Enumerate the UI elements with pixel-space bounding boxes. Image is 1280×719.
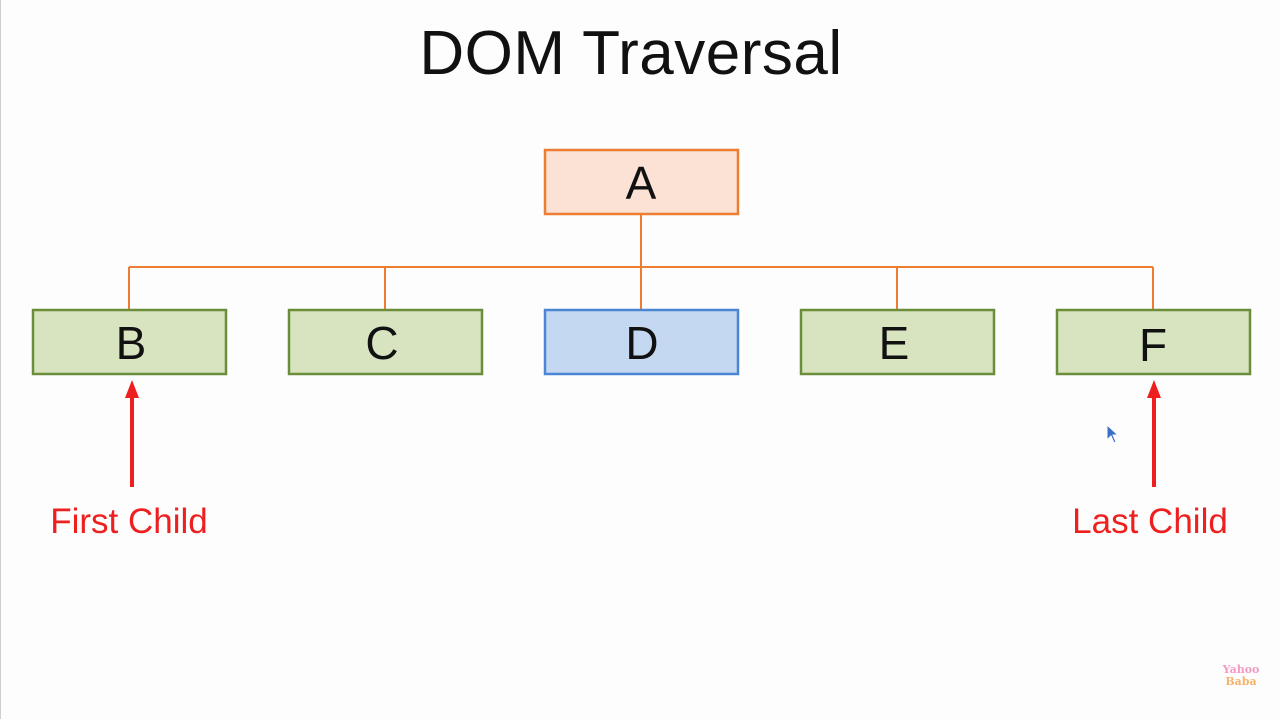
last-child-arrow-head [1147,380,1161,398]
node-e: E [799,308,996,376]
node-f: F [1055,308,1252,376]
node-b-box [31,308,228,376]
yahoo-baba-logo: Yahoo Baba [1221,664,1261,688]
node-d: D [543,308,740,376]
first-child-annotation: First Child [50,380,208,541]
node-f-box [1055,308,1252,376]
mouse-pointer-icon [1106,424,1120,444]
node-c: C [287,308,484,376]
node-a-label: A [626,157,657,209]
node-f-label: F [1139,319,1167,371]
connectors [128,215,1154,310]
last-child-annotation: Last Child [1072,380,1228,541]
node-e-label: E [879,317,910,369]
last-child-label: Last Child [1072,502,1228,541]
node-a: A [543,148,740,216]
node-c-label: C [365,317,398,369]
node-b: B [31,308,228,376]
node-b-label: B [116,317,147,369]
node-e-box [799,308,996,376]
node-c-box [287,308,484,376]
logo-line-2: Baba [1225,675,1257,688]
node-d-box [543,308,740,376]
first-child-arrow-head [125,380,139,398]
node-d-label: D [625,317,658,369]
node-a-box [543,148,740,216]
first-child-label: First Child [50,502,208,541]
logo-line-1: Yahoo [1222,663,1260,676]
slide-title: DOM Traversal [419,19,843,88]
